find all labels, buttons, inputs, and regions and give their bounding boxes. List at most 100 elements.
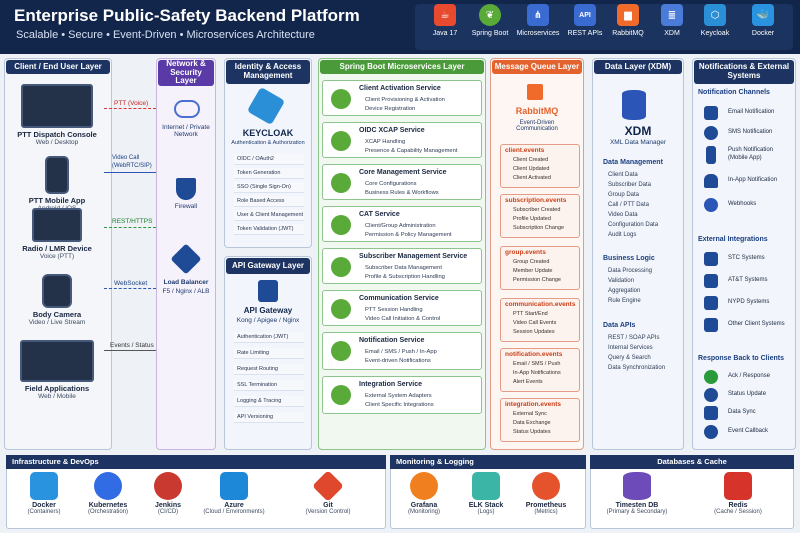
- network-internet: Internet / Private Network: [162, 124, 210, 138]
- service-item: Device Registration: [365, 106, 416, 112]
- service-item: Event-driven Notifications: [365, 358, 431, 364]
- tech-label: REST APIs: [567, 30, 603, 37]
- endpoint-name: Field Applications: [24, 384, 90, 393]
- spring-leaf-icon: [331, 215, 351, 235]
- topic-item: External Sync: [513, 411, 547, 417]
- service-item: Client Specific Integrations: [365, 402, 434, 408]
- service-title: Communication Service: [359, 295, 439, 302]
- data-section-title: Data APIs: [603, 322, 636, 329]
- data-item: Query & Search: [608, 355, 651, 361]
- rabbitmq-logo-icon: [527, 84, 543, 100]
- refresh-icon: [704, 388, 718, 402]
- callback-icon: [704, 425, 718, 439]
- kubernetes-icon: [94, 472, 122, 500]
- page-subtitle: Scalable • Secure • Event-Driven • Micro…: [16, 29, 315, 41]
- endpoint-sub: Web / Mobile: [38, 393, 76, 400]
- data-item: Client Data: [608, 172, 638, 178]
- network-layer-heading: Network & Security Layer: [158, 59, 214, 86]
- services-heading: Spring Boot Microservices Layer: [320, 60, 484, 74]
- queue-sub: Event-Driven Communication: [516, 120, 558, 132]
- link-label-events: Events / Status: [110, 342, 154, 349]
- network-load-balancer: Load Balancer: [163, 279, 209, 286]
- cloud-icon: [174, 100, 200, 118]
- integration-label: STC Systems: [728, 255, 765, 261]
- endpoint-sub: Web / Desktop: [35, 139, 79, 146]
- tool-kubernetes: Kubernetes(Orchestration): [70, 472, 146, 515]
- tool-prometheus: Prometheus(Metrics): [508, 472, 584, 515]
- network-icon: ⋔: [527, 4, 549, 26]
- identity-item: OIDC / OAuth2: [234, 154, 304, 165]
- link-line-video: [104, 172, 156, 173]
- topic-item: Status Updates: [513, 429, 551, 435]
- gateway-name: API Gateway: [243, 306, 293, 315]
- spring-leaf-icon: [331, 299, 351, 319]
- identity-item: Role Based Access: [234, 196, 304, 207]
- service-item: Client/Group Administration: [365, 223, 436, 229]
- tool-name: Redis: [728, 502, 748, 509]
- service-title: Core Management Service: [359, 169, 447, 176]
- topic-title: communication.events: [505, 301, 576, 308]
- channel-row: Webhooks: [702, 196, 794, 214]
- system-icon: [704, 318, 718, 332]
- rabbitmq-icon: ▆: [617, 4, 639, 26]
- data-item: Rule Engine: [608, 298, 641, 304]
- xdm-database-icon: [622, 90, 646, 120]
- endpoint-name: PTT Mobile App: [28, 196, 86, 205]
- data-item: Subscriber Data: [608, 182, 652, 188]
- topic-item: Email / SMS / Push: [513, 361, 561, 367]
- response-row: Ack / Response: [702, 368, 794, 386]
- service-item: Core Configurations: [365, 181, 417, 187]
- channel-row: SMS Notification: [702, 124, 794, 142]
- service-title: Subscriber Management Service: [359, 253, 468, 260]
- redis-icon: [724, 472, 752, 500]
- camera-icon: [42, 274, 72, 308]
- topic-item: Subscription Change: [513, 225, 565, 231]
- bell-icon: [704, 174, 718, 188]
- service-item: Email / SMS / Push / In-App: [365, 349, 437, 355]
- topic-item: Video Call Events: [513, 320, 557, 326]
- integration-label: NYPD Systems: [728, 299, 770, 305]
- tool-name: Timesten DB: [615, 502, 659, 509]
- client-layer-heading: Client / End User Layer: [6, 60, 110, 74]
- spring-leaf-icon: [331, 131, 351, 151]
- channel-row: In-App Notification: [702, 172, 794, 190]
- azure-icon: [220, 472, 248, 500]
- tool-sub: (Monitoring): [407, 509, 440, 515]
- topic-item: In-App Notifications: [513, 370, 561, 376]
- identity-heading: Identity & Access Management: [226, 60, 310, 84]
- link-line-events: [104, 350, 156, 351]
- tool-name: ELK Stack: [468, 502, 504, 509]
- phone-icon: [45, 156, 69, 194]
- tool-azure: Azure(Cloud / Environments): [196, 472, 272, 515]
- gateway-item: Request Routing: [234, 364, 304, 375]
- tech-xdm: ≣XDM: [646, 4, 698, 37]
- channel-label: In-App Notification: [728, 177, 778, 183]
- topic-item: Client Created: [513, 157, 549, 163]
- network-lb-detail: F5 / Nginx / ALB: [162, 288, 210, 295]
- tool-timesten: Timesten DB(Primary & Secondary): [594, 472, 680, 515]
- service-title: Notification Service: [359, 337, 425, 344]
- timesten-icon: [623, 472, 651, 500]
- data-layer: [592, 58, 684, 450]
- data-item: Group Data: [608, 192, 640, 198]
- link-label-ptt: PTT (Voice): [114, 100, 149, 107]
- data-item: Video Data: [608, 212, 638, 218]
- network-firewall: Firewall: [174, 203, 198, 210]
- service-item: External System Adapters: [365, 393, 432, 399]
- header-bar: Enterprise Public-Safety Backend Platfor…: [0, 0, 800, 54]
- infra-heading: Infrastructure & DevOps: [6, 455, 386, 469]
- topic-item: Session Updates: [513, 329, 555, 335]
- topic-title: notification.events: [505, 351, 563, 358]
- tool-sub: (Cloud / Environments): [203, 509, 265, 515]
- identity-item: SSO (Single Sign-On): [234, 182, 304, 193]
- data-item: Audit Logs: [608, 232, 637, 238]
- prometheus-icon: [532, 472, 560, 500]
- monitoring-heading: Monitoring & Logging: [390, 455, 586, 469]
